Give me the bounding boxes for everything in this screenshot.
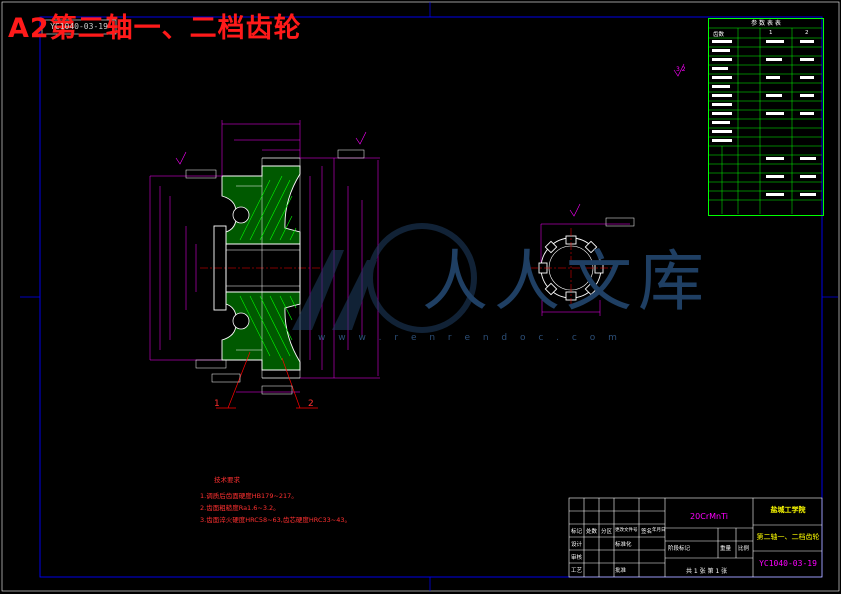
tb-cell-scale: 比例: [738, 546, 750, 552]
tb-cell-standard: 标准化: [615, 542, 632, 548]
roughness-value: 3.2: [676, 66, 686, 73]
watermark-logo: [292, 223, 477, 333]
tb-cell-design: 设计: [571, 542, 583, 548]
tb-cell-stage: 阶段标记: [668, 546, 691, 552]
tech-item-2: 2.齿面粗糙度Ra1.6~3.2。: [200, 504, 280, 512]
param-header-gear1: 1: [769, 30, 773, 36]
tech-item-1: 1.调质后齿面硬度HB179~217。: [200, 492, 298, 500]
roughness-symbol: [673, 63, 685, 77]
part-label-1: 1: [214, 399, 220, 409]
param-table-fill: [712, 40, 816, 196]
title-block-sheet: 共 1 张 第 1 张: [686, 568, 728, 575]
tech-title: 技术要求: [214, 476, 240, 484]
title-block-organization: 盐城工学院: [770, 506, 806, 514]
drawing-heading: A2第二轴一、二档齿轮: [8, 13, 302, 44]
tb-cell-weight: 重量: [720, 546, 732, 552]
tb-cell-review: 审核: [571, 555, 583, 561]
title-block-material: 20CrMnTi: [690, 512, 728, 521]
tb-cell-sign: 签名: [641, 529, 653, 535]
code-box-text: YC1040-03-19: [50, 22, 108, 31]
parameter-table: 参 数 表 表 齿数 1 2: [708, 18, 824, 216]
param-table-title: 参 数 表 表: [751, 20, 781, 27]
tb-cell-mark: 标记: [571, 529, 583, 535]
tech-item-3: 3.齿面淬火硬度HRC58~63,齿芯硬度HRC33~43。: [200, 516, 351, 524]
watermark-url: w w w . r e n r e n d o c . c o m: [318, 333, 622, 343]
param-header-label: 齿数: [713, 32, 725, 38]
title-block-part-name: 第二轴一、二档齿轮: [756, 533, 820, 541]
watermark-text: 人人文库: [422, 243, 710, 320]
tb-cell-process: 工艺: [571, 568, 583, 574]
title-block-grid: [568, 497, 823, 578]
param-table-grid: [708, 27, 822, 214]
tb-cell-approve: 批准: [615, 568, 627, 574]
title-block-drawing-no: YC1040-03-19: [759, 559, 817, 568]
tb-cell-zone: 分区: [601, 529, 613, 535]
param-header-gear2: 2: [805, 30, 809, 36]
tb-cell-date: 年月日: [652, 528, 666, 533]
code-box: [41, 19, 117, 35]
spline-end-view: [530, 203, 635, 316]
tb-cell-count: 处数: [586, 529, 598, 535]
tb-cell-change-doc: 更改文件号: [615, 528, 638, 533]
part-label-2: 2: [308, 399, 314, 409]
gear-section-view: [149, 120, 380, 409]
